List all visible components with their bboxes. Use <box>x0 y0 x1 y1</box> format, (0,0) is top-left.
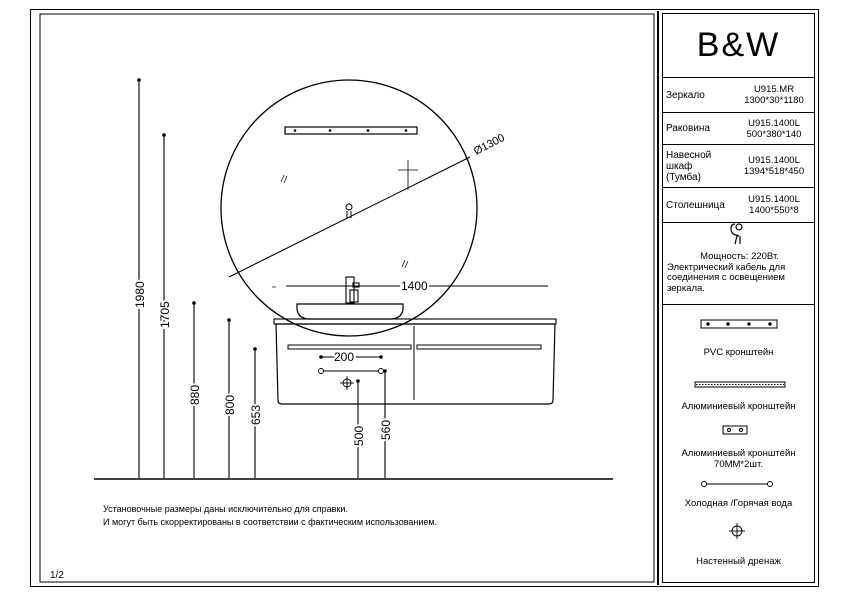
spec-name: Раковина <box>666 123 710 134</box>
spec-size: 500*380*140 <box>746 128 802 140</box>
mirror-center-mark <box>398 160 418 190</box>
spec-value: U915.MR 1300*30*1180 <box>734 84 814 106</box>
legend-icons <box>694 223 786 539</box>
height-1980-label: 1980 <box>133 281 147 308</box>
wall-drain-icon <box>729 523 745 539</box>
height-dimension-ends <box>137 78 387 383</box>
page-number: 1/2 <box>50 570 64 581</box>
pipe-spacing-label: 200 <box>334 350 354 364</box>
height-653-label: 653 <box>249 405 263 425</box>
note-line-1: Установочные размеры даны исключительно … <box>103 504 348 514</box>
spec-size: 1400*550*8 <box>749 205 799 216</box>
height-560-label: 560 <box>379 420 393 440</box>
diameter-label: Ø1300 <box>472 132 507 158</box>
sheet-frame <box>30 9 819 587</box>
height-dimensions <box>138 80 386 478</box>
brand-logo: B&W <box>696 26 781 64</box>
spec-name: Навесной шкаф (Тумба) <box>666 149 712 183</box>
spec-code: U915.1400L <box>748 155 800 166</box>
spec-value: U915.1400L 1394*518*450 <box>734 155 814 177</box>
legend-aluminium-bracket-small: Алюминиевый кронштейн 70ММ*2шт. <box>681 448 796 470</box>
spec-size: 1300*30*1180 <box>744 95 804 106</box>
basin <box>296 303 404 320</box>
drawing-border <box>39 13 655 583</box>
legend-drain: Настенный дренаж <box>696 556 781 567</box>
mirror-pvc-bracket <box>284 126 418 135</box>
legend-divider <box>663 304 814 305</box>
spec-name: Зеркало <box>666 89 705 101</box>
water-connection-icon <box>701 481 773 487</box>
width-dim-label: 1400 <box>401 279 428 293</box>
aluminium-bracket-small-icon <box>722 425 748 435</box>
aluminium-bracket-icon <box>694 381 786 388</box>
diameter-line <box>228 156 471 278</box>
height-500-label: 500 <box>352 426 366 446</box>
spec-name: Столешница <box>666 199 725 211</box>
spec-row-cabinet: Навесной шкаф (Тумба) U915.1400L 1394*51… <box>663 144 814 187</box>
spec-code: U915.1400L <box>748 194 800 205</box>
height-1705-label: 1705 <box>158 301 172 328</box>
height-800-label: 800 <box>223 395 237 415</box>
countertop <box>273 318 557 325</box>
water-connections-symbol <box>318 368 384 374</box>
cabinet <box>275 323 556 405</box>
note-line-2: И могут быть скорректированы в соответст… <box>103 517 438 527</box>
spec-code: U915.MR <box>753 84 795 95</box>
mirror-reflection-marks <box>272 174 409 288</box>
faucet <box>345 276 360 304</box>
round-mirror <box>220 79 478 337</box>
drawer-handle-left <box>287 344 412 350</box>
drawer-handle-right <box>416 344 542 350</box>
power-plug-icon <box>730 223 743 245</box>
spec-row-mirror: Зеркало U915.MR 1300*30*1180 <box>663 77 814 112</box>
spec-value: U915.1400L 500*380*140 <box>734 118 814 140</box>
spec-size: 1394*518*450 <box>743 166 805 177</box>
mirror-power-icon <box>345 203 353 218</box>
spec-row-countertop: Столешница U915.1400L 1400*550*8 <box>663 187 814 223</box>
power-info: Мощность: 220Вт. Электрический кабель дл… <box>667 251 786 294</box>
spec-code: U915.1400L <box>748 117 800 129</box>
legend-pvc-bracket: PVC кронштейн <box>703 347 774 358</box>
drain-symbol <box>340 376 354 390</box>
legend-aluminium-bracket: Алюминиевый кронштейн <box>681 401 796 412</box>
title-block-inner: B&W Зеркало U915.MR 1300*30*1180 Раковин… <box>662 13 815 583</box>
height-880-label: 880 <box>188 385 202 405</box>
spec-row-basin: Раковина U915.1400L 500*380*140 <box>663 112 814 144</box>
pvc-bracket-icon <box>700 319 778 329</box>
spec-value: U915.1400L 1400*550*8 <box>734 194 814 216</box>
title-block: B&W Зеркало U915.MR 1300*30*1180 Раковин… <box>657 11 817 585</box>
legend-water: Холодная /Горячая вода <box>684 498 793 509</box>
